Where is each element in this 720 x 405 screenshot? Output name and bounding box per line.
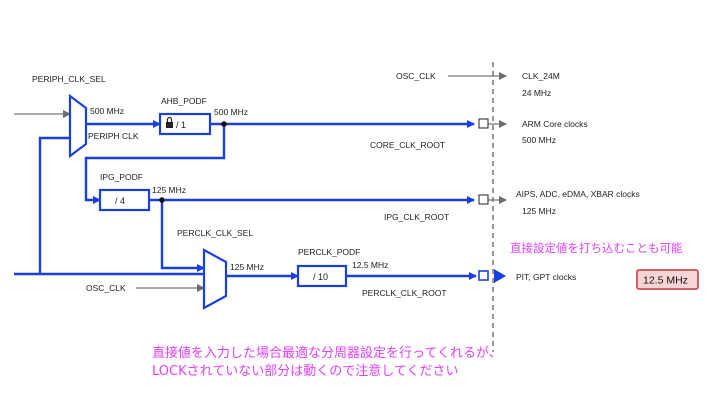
perclk-podf-divider: / 10 (313, 272, 328, 282)
perclk-podf-label: PERCLK_PODF (298, 247, 360, 257)
perclk-frequency-value[interactable]: 12.5 MHz (643, 275, 688, 287)
ipg-junction-dot (159, 197, 165, 203)
lock-icon (166, 116, 173, 128)
periph-clk-sel-label: PERIPH_CLK_SEL (32, 74, 106, 84)
perclk-frequency-input[interactable]: 12.5 MHz (636, 269, 699, 290)
perclk-clk-gate (478, 270, 489, 281)
ahb-podf-label: AHB_PODF (161, 96, 207, 106)
ahb-junction-dot (221, 121, 227, 127)
aips-clocks-label: AIPS, ADC, eDMA, XBAR clocks (516, 189, 640, 199)
ipg-podf-divider: / 4 (115, 196, 125, 206)
ipg-clk-gate (478, 194, 489, 205)
clk-24m-label: CLK_24M (522, 71, 560, 81)
perclk-clk-sel-mux[interactable] (202, 248, 228, 310)
ipg-out-freq: 125 MHz (152, 185, 186, 195)
ipg-podf-block[interactable] (98, 188, 151, 212)
perclk-clk-root-label: PERCLK_CLK_ROOT (362, 288, 447, 298)
arm-core-freq: 500 MHz (522, 135, 556, 145)
note-line-2: LOCKされていない部分は動くので注意してください (152, 363, 458, 379)
perclk-clk-sel-label: PERCLK_CLK_SEL (177, 228, 253, 238)
note-line-1: 直接値を入力した場合最適な分周器設定を行ってくれるが、 (152, 345, 502, 361)
arm-core-clocks-label: ARM Core clocks (522, 119, 588, 129)
periph-mux-freq: 500 MHz (90, 106, 124, 116)
pit-gpt-clocks-label: PIT, GPT clocks (516, 272, 576, 282)
osc-clk-top-label: OSC_CLK (396, 71, 436, 81)
ahb-podf-block[interactable] (158, 112, 212, 136)
clk-24m-freq: 24 MHz (522, 88, 551, 98)
ipg-podf-label: IPG_PODF (100, 172, 143, 182)
ahb-podf-divider: / 1 (176, 120, 186, 130)
ipg-clk-root-label: IPG_CLK_ROOT (384, 212, 449, 222)
perclk-mux-freq: 125 MHz (230, 262, 264, 272)
perclk-podf-block[interactable] (296, 264, 348, 288)
aips-freq: 125 MHz (522, 206, 556, 216)
pit-output-arrow (494, 269, 506, 283)
perclk-out-freq: 12.5 MHz (352, 260, 388, 270)
direct-set-note: 直接設定値を打ち込むことも可能 (510, 241, 683, 255)
periph-clk-label: PERIPH CLK (88, 131, 139, 141)
clock-wires (14, 72, 507, 292)
periph-clk-sel-mux[interactable] (68, 93, 88, 159)
core-clk-root-label: CORE_CLK_ROOT (370, 140, 445, 150)
ahb-out-freq: 500 MHz (214, 107, 248, 117)
core-clk-gate (478, 118, 489, 129)
osc-clk-bottom-label: OSC_CLK (86, 283, 126, 293)
